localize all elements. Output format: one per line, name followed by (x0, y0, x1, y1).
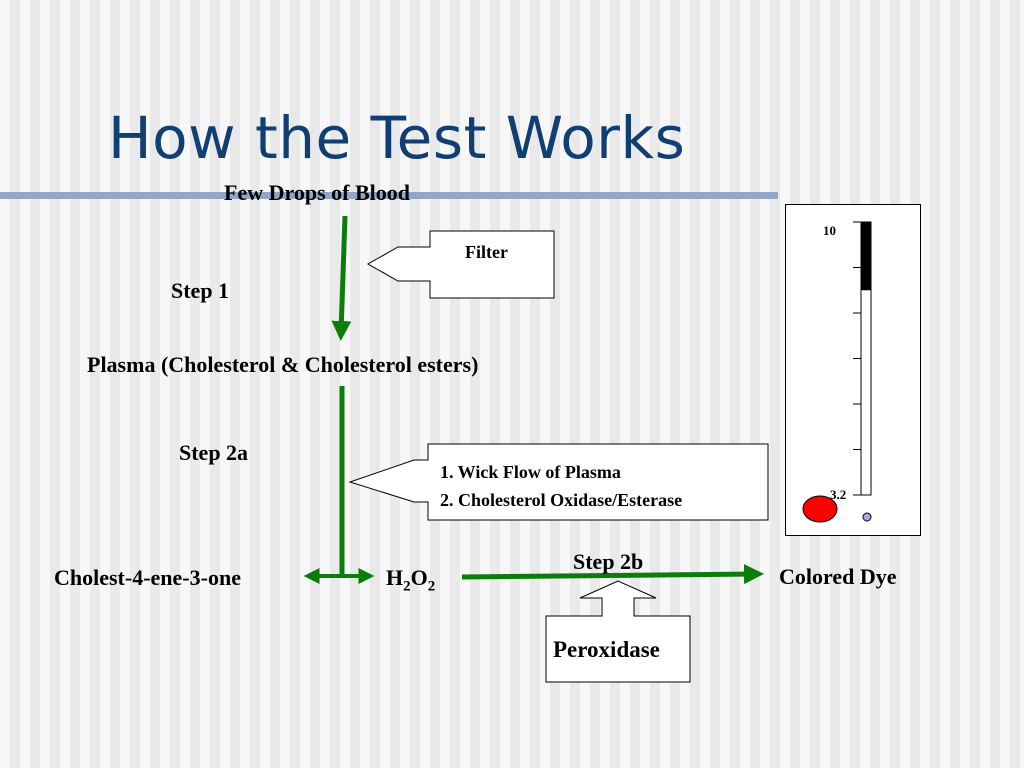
step2a-list: 1. Wick Flow of Plasma 2. Cholesterol Ox… (440, 458, 682, 514)
filter-label: Filter (465, 242, 508, 262)
source-label: Few Drops of Blood (224, 180, 410, 205)
gauge-fill (861, 222, 871, 291)
step2a-label: Step 2a (179, 440, 249, 465)
peroxidase-callout (545, 580, 691, 683)
product-label: Colored Dye (779, 564, 897, 589)
cholesterol-gauge: 10 3.2 (785, 204, 921, 536)
h2o2-sub-1: 2 (403, 578, 411, 595)
plasma-label: Plasma (Cholesterol & Cholesterol esters… (87, 352, 479, 377)
cholestenone-label: Cholest-4-ene-3-one (54, 565, 241, 590)
step2a-callout (348, 443, 769, 521)
gauge-min-label: 3.2 (830, 487, 847, 502)
step1-arrow (331, 215, 352, 341)
h2o2-o: O (410, 565, 428, 590)
purple-marker (862, 512, 872, 522)
h2o2-h: H (386, 565, 404, 590)
step1-label: Step 1 (171, 278, 230, 303)
title-divider (0, 192, 778, 199)
step2b-arrow (461, 564, 764, 585)
h2o2-sub-2: 2 (427, 578, 436, 595)
gauge-max-label: 10 (823, 223, 836, 238)
gauge-graphic (802, 221, 872, 523)
h2o2-label: H2O2 (386, 565, 435, 595)
slide-title: How the Test Works (108, 104, 686, 172)
red-marker (802, 495, 838, 523)
step2b-label: Step 2b (573, 549, 644, 574)
step2a-item-1: 1. Wick Flow of Plasma (440, 462, 621, 482)
peroxidase-label: Peroxidase (553, 637, 660, 662)
filter-callout (366, 230, 555, 299)
step2a-item-2: 2. Cholesterol Oxidase/Esterase (440, 490, 683, 510)
